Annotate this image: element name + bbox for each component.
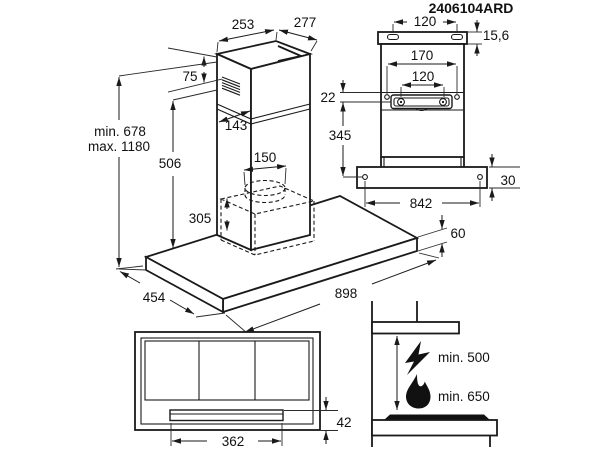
bracket-hole-left: [384, 94, 390, 100]
vent-slots: [221, 76, 241, 96]
dim-label-454: 454: [143, 290, 166, 305]
dim-label-30: 30: [500, 173, 515, 188]
dim-label-345: 345: [329, 128, 352, 143]
clearance-view: min. 500 min. 650: [371, 301, 498, 447]
dim-label-143: 143: [225, 118, 248, 133]
dim-upper-duct-depth: 143: [218, 110, 251, 133]
dim-label-height-min: min. 678: [94, 124, 146, 139]
clearance-label-gas: min. 650: [438, 389, 490, 404]
filter-area: [144, 340, 310, 401]
dim-handle-offset: 42: [284, 397, 352, 444]
dim-bracket-to-holes: 345: [329, 104, 362, 178]
dim-label-898: 898: [335, 286, 358, 301]
mounting-slot-right: [450, 33, 464, 41]
dim-handle-width: 362: [170, 423, 283, 449]
dim-height-range: min. 678 max. 1180: [88, 61, 218, 271]
hood-symbol: [371, 321, 460, 335]
bracket-hole-right: [454, 94, 460, 100]
dim-label-75: 75: [182, 69, 197, 84]
bottom-view-outline: [134, 331, 321, 431]
dim-base-hole-spacing: 842: [364, 181, 481, 211]
top-flange: [377, 31, 468, 45]
dim-label-506: 506: [159, 156, 182, 171]
dim-label-842: 842: [410, 196, 433, 211]
bracket-screw-right: [439, 98, 447, 106]
bottom-view: 42 362: [134, 331, 352, 449]
lightning-icon: [405, 341, 430, 375]
dim-label-height-max: max. 1180: [88, 139, 150, 154]
dim-label-60: 60: [450, 226, 465, 241]
dim-body-depth: 454: [115, 265, 226, 318]
clearance-label-electric: min. 500: [438, 350, 490, 365]
hob-symbol: [384, 414, 490, 420]
counter-symbol: [371, 419, 498, 437]
dim-label-22: 22: [320, 90, 335, 105]
dim-motor-height: 305: [189, 198, 230, 231]
dim-label-120-slots: 120: [414, 14, 437, 29]
mounting-slot-left: [386, 33, 400, 41]
base-hole-left: [362, 174, 368, 180]
model-number: 2406104ARD: [429, 0, 514, 16]
dim-label-120-screws: 120: [412, 69, 435, 84]
dim-body-thickness: 60: [417, 215, 466, 257]
dim-screw-spacing: 120: [400, 69, 445, 97]
dim-base-height: 30: [489, 154, 520, 201]
chimney-duct: [214, 40, 313, 252]
hood-body-rear: [356, 166, 488, 189]
dim-label-42: 42: [336, 415, 351, 430]
dim-label-253: 253: [232, 17, 255, 32]
chimney-fold-seam: [277, 45, 304, 62]
dim-label-305: 305: [189, 211, 212, 226]
dim-vent-offset: 75: [167, 47, 223, 93]
dim-label-15-6: 15,6: [483, 28, 509, 43]
bracket-screw-left: [397, 98, 405, 106]
dim-body-width: 898: [225, 252, 440, 334]
dim-label-362: 362: [222, 434, 245, 449]
dim-top-width: 277: [278, 15, 318, 52]
motor-box-hidden: [219, 179, 316, 256]
base-hole-right: [477, 174, 483, 180]
front-view: 253 277 75 143 min. 678 max. 1: [88, 15, 466, 334]
dim-duct-diameter: 150: [243, 150, 287, 186]
handle-strip: [169, 409, 284, 422]
flame-icon: [406, 374, 431, 409]
hood-body-slab: [143, 195, 420, 314]
dim-flange-height: 15,6: [467, 20, 509, 56]
rear-view: 2406104ARD: [320, 0, 520, 211]
dim-bracket-offset: 22: [320, 80, 391, 115]
dim-top-depth: 253: [216, 17, 278, 53]
dim-lower-section: 506: [159, 89, 218, 248]
dim-label-277: 277: [294, 15, 317, 30]
wall-bracket: [390, 94, 453, 112]
dim-slot-spacing: 120: [392, 14, 458, 32]
dim-label-150: 150: [254, 150, 277, 165]
dim-hole-spacing: 170: [386, 48, 458, 94]
dim-label-170: 170: [411, 48, 434, 63]
